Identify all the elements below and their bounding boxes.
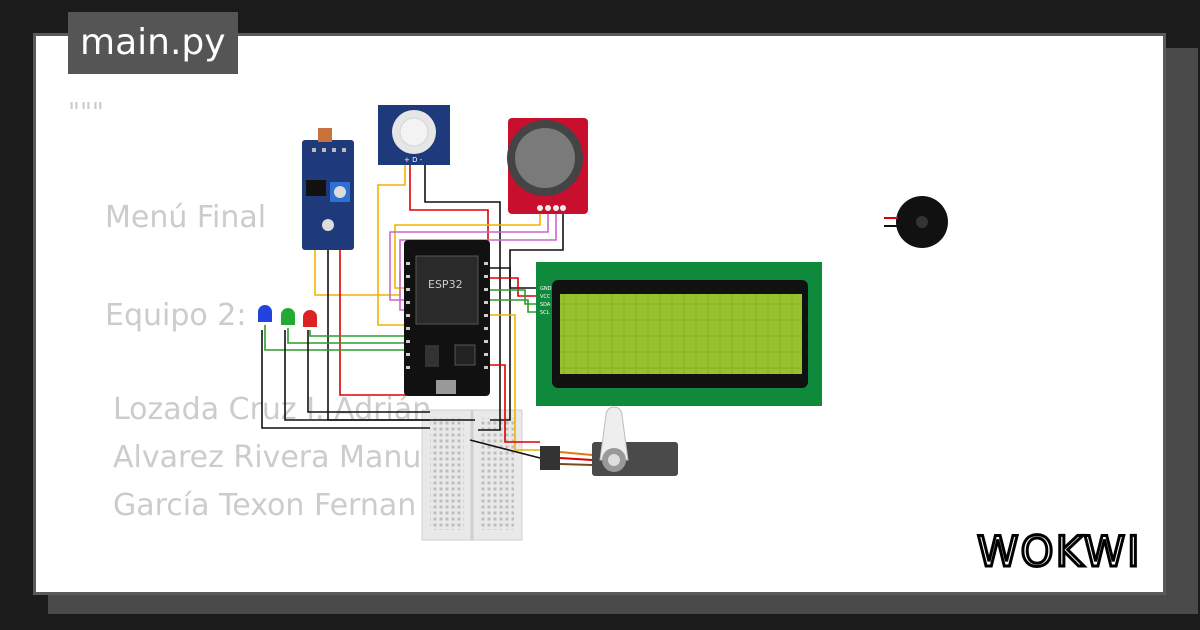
pir-pin-label: + D -	[404, 156, 423, 164]
buzzer-icon[interactable]	[884, 196, 948, 248]
code-title-line: Menú Final	[105, 200, 267, 235]
lcd-pin-sda: SDA	[540, 302, 551, 308]
lcd-pin-vcc: VCC	[540, 294, 551, 300]
file-tab-label: main.py	[80, 22, 226, 63]
member-line: Lozada Cruz I. Adrián	[113, 392, 432, 427]
led-red-icon[interactable]	[303, 310, 317, 327]
docstring-quote: """	[68, 98, 104, 128]
member-line: Alvarez Rivera Manuel	[113, 440, 449, 475]
led-green-icon[interactable]	[281, 308, 295, 325]
breadboard[interactable]	[421, 409, 523, 541]
wires	[261, 165, 564, 459]
wokwi-logo: WOKWI	[976, 526, 1142, 578]
led-blue-icon[interactable]	[258, 305, 272, 322]
servo-icon[interactable]	[540, 406, 678, 476]
file-tab[interactable]: main.py	[68, 12, 238, 74]
lcd-pin-gnd: GND	[540, 286, 552, 292]
wokwi-logo-text: WOKWI	[977, 527, 1142, 576]
esp32-label: ESP32	[428, 278, 463, 291]
ldr-sensor-module[interactable]	[302, 128, 354, 250]
lcd-display[interactable]: GND VCC SDA SCL	[536, 262, 822, 406]
esp32-board[interactable]: ESP32	[404, 240, 490, 396]
joystick-module[interactable]	[507, 118, 588, 214]
code-team-line: Equipo 2:	[105, 298, 247, 333]
lcd-pin-scl: SCL	[540, 310, 550, 316]
member-line: García Texon Fernan	[113, 488, 417, 523]
pir-motion-sensor[interactable]: + D -	[378, 105, 450, 165]
